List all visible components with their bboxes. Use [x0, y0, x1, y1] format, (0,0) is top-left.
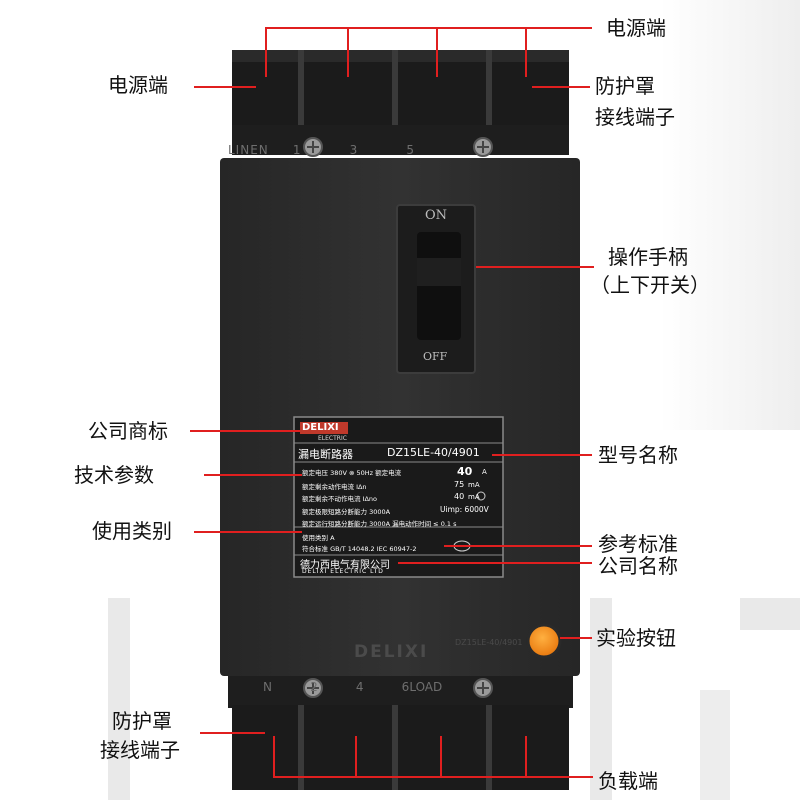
plate-row-value: Uimp: 6000V — [440, 505, 489, 514]
plate-company-en: DELIXI ELECTRIC LTD — [302, 568, 384, 575]
top-screw — [473, 137, 493, 157]
nameplate — [293, 416, 504, 578]
label-power-end-left: 电源端 — [108, 73, 168, 97]
background-decoration — [660, 0, 800, 430]
plate-row-value: 40 — [457, 465, 473, 478]
label-test-button: 实验按钮 — [596, 626, 676, 650]
label-bottom-guard-line1: 防护罩 — [112, 709, 172, 733]
bottom-terminal-markings: N 2 4 6LOAD — [263, 680, 443, 694]
callout-line — [190, 430, 300, 432]
label-load-end: 负载端 — [598, 769, 658, 793]
bottom-terminal-cover — [228, 676, 573, 790]
plate-row-value: 40 — [454, 492, 465, 501]
label-bottom-guard-line2: 接线端子 — [100, 738, 180, 762]
plate-row-value: 75 — [454, 480, 465, 489]
label-guard-terminal-line1: 防护罩 — [595, 74, 655, 98]
callout-line — [194, 531, 302, 533]
callout-line — [525, 736, 527, 778]
label-model-name: 型号名称 — [598, 443, 678, 467]
callout-line — [444, 545, 592, 547]
top-terminal-cover — [232, 50, 569, 155]
callout-line — [532, 86, 590, 88]
plate-row: 额定剩余动作电流 IΔn — [302, 483, 367, 491]
test-button — [526, 623, 562, 659]
plate-row: 额定极限短路分断能力 3000A — [302, 508, 391, 516]
plate-row-unit: mA — [468, 481, 480, 489]
brand-embossed: DELIXI — [354, 642, 429, 662]
callout-line — [440, 736, 442, 778]
background-decoration — [590, 598, 612, 800]
label-reference-std: 参考标准 — [598, 532, 678, 556]
switch-off-label: OFF — [423, 350, 448, 363]
callout-line — [273, 736, 275, 778]
callout-line — [355, 736, 357, 778]
top-screw — [303, 137, 323, 157]
plate-row: 额定剩余不动作电流 IΔno — [302, 495, 378, 503]
plate-row: 符合标准 GB/T 14048.2 IEC 60947-2 — [302, 545, 417, 553]
callout-line — [200, 732, 265, 734]
top-terminal-markings: LINEN 1 3 5 — [228, 143, 416, 157]
label-use-category: 使用类别 — [92, 519, 172, 543]
plate-row: 额定电压 380V ⊗ 50Hz 额定电流 — [302, 469, 402, 477]
plate-logo-sub: ELECTRIC — [318, 435, 347, 442]
plate-row-unit: A — [482, 468, 487, 476]
serial-small: DZ15LE-40/4901 — [455, 638, 523, 647]
callout-line — [525, 27, 527, 77]
callout-line — [398, 562, 592, 564]
bottom-screw — [473, 678, 493, 698]
switch-on-label: ON — [425, 208, 448, 223]
callout-line — [204, 474, 302, 476]
bottom-screw — [303, 678, 323, 698]
callout-line — [492, 454, 592, 456]
callout-line — [273, 776, 593, 778]
plate-company-cn: 德力西电气有限公司 — [300, 560, 390, 571]
callout-line — [476, 266, 594, 268]
label-power-end-top: 电源端 — [606, 16, 666, 40]
background-decoration — [108, 598, 130, 800]
label-guard-terminal-line2: 接线端子 — [595, 105, 675, 129]
callout-line — [560, 637, 592, 639]
plate-row: 额定运行短路分断能力 3000A 漏电动作时间 ≤ 0.1 s — [302, 520, 457, 528]
plate-logo: DELIXI — [302, 422, 339, 433]
plate-row-unit: mA — [468, 493, 480, 501]
label-handle-line1: 操作手柄 — [608, 245, 688, 269]
label-company-logo: 公司商标 — [88, 419, 168, 443]
label-handle-line2: （上下开关） — [590, 273, 710, 297]
plate-row: 使用类别 A — [302, 534, 335, 542]
label-company-name: 公司名称 — [598, 554, 678, 578]
callout-line — [265, 27, 592, 29]
callout-line — [194, 86, 256, 88]
callout-line — [265, 27, 267, 77]
label-tech-params: 技术参数 — [74, 463, 154, 487]
plate-product: 漏电断路器 — [298, 448, 353, 461]
background-decoration — [740, 598, 800, 630]
plate-model: DZ15LE-40/4901 — [387, 446, 480, 459]
callout-line — [436, 27, 438, 77]
callout-line — [347, 27, 349, 77]
background-decoration — [700, 690, 730, 800]
